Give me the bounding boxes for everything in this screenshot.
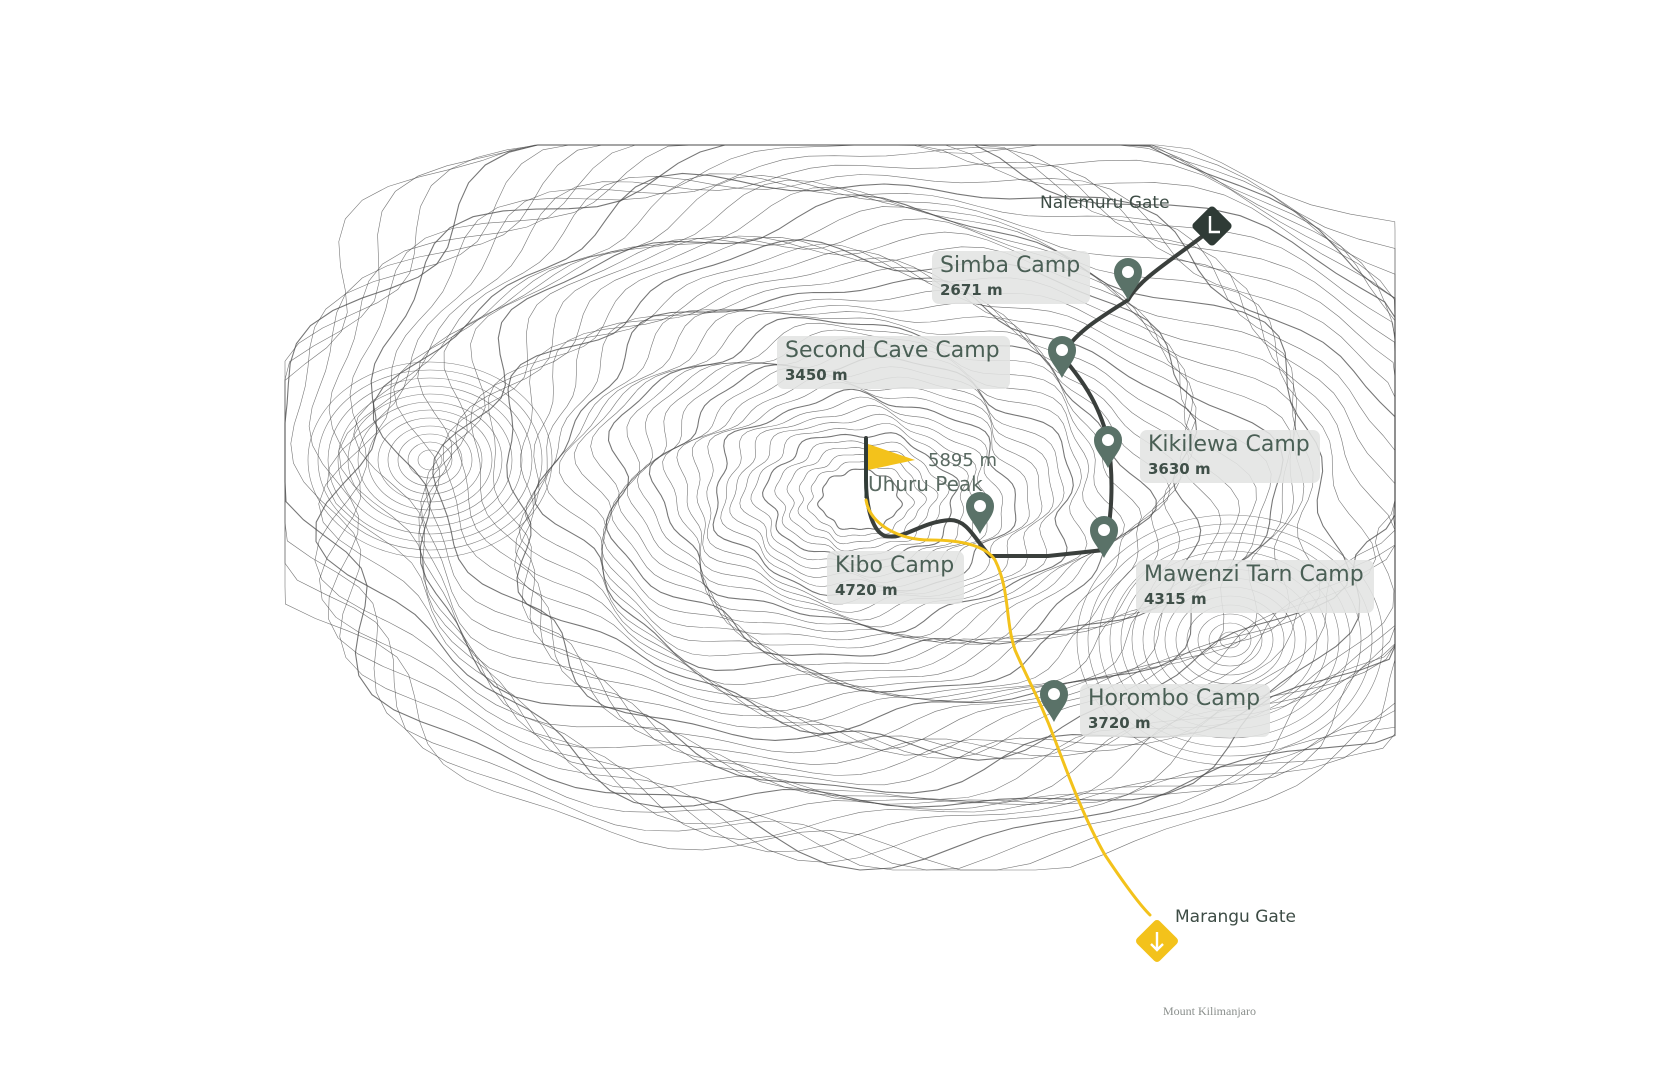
map-pin-icon <box>1090 516 1118 558</box>
camp-name: Mawenzi Tarn Camp <box>1144 562 1364 587</box>
camp-altitude: 2671 m <box>940 281 1003 299</box>
arrow-down-left-icon <box>1192 206 1232 246</box>
contour-line <box>377 417 483 503</box>
contour-line <box>417 449 443 471</box>
gate-label-nalemuru: Nalemuru Gate <box>1040 193 1170 213</box>
camp-name: Simba Camp <box>940 253 1081 278</box>
summit-flag-icon <box>864 438 915 498</box>
map-pin-icon <box>1094 426 1122 468</box>
contour-line <box>319 144 1396 840</box>
camp-altitude: 3450 m <box>785 366 848 384</box>
descent-route <box>864 498 1152 917</box>
camp-altitude: 3720 m <box>1088 714 1151 732</box>
contour-line <box>762 432 960 566</box>
camp-label-kikilewa: Kikilewa Camp 3630 m <box>1140 430 1320 483</box>
contour-line <box>284 144 1396 871</box>
contour-line <box>308 144 1396 853</box>
contour-line <box>786 447 939 552</box>
contour-line <box>393 173 1396 786</box>
map-pin-icon <box>966 492 994 534</box>
camp-label-horombo: Horombo Camp 3720 m <box>1080 684 1271 737</box>
contour-line <box>337 385 523 535</box>
contour-line <box>284 144 1396 871</box>
contour-line <box>284 144 1396 871</box>
contour-line <box>407 441 453 479</box>
contour-line <box>284 144 1396 871</box>
contour-line <box>1087 523 1373 757</box>
arrow-down-icon <box>1136 920 1178 962</box>
contour-line <box>1219 631 1241 649</box>
contour-line <box>326 147 1396 806</box>
contour-line <box>1109 541 1351 739</box>
contour-line <box>338 161 1396 804</box>
contour-lines <box>284 144 1396 871</box>
camp-label-kibo: Kibo Camp 4720 m <box>827 551 965 604</box>
contour-line <box>318 144 1396 805</box>
contour-line <box>317 369 543 551</box>
camp-name: Kibo Camp <box>835 553 955 578</box>
camp-label-simba: Simba Camp 2671 m <box>932 251 1091 304</box>
camp-name: Kikilewa Camp <box>1148 432 1310 457</box>
contour-line <box>1098 532 1362 748</box>
contour-line <box>315 144 1396 808</box>
contour-line <box>327 377 533 543</box>
map-pin-icon <box>1040 680 1068 722</box>
map-caption: Mount Kilimanjaro <box>1163 1004 1256 1018</box>
contour-line <box>387 425 473 495</box>
contour-line <box>347 393 513 527</box>
map-pin-icon <box>1114 258 1142 300</box>
summit-name: Uhuru Peak <box>868 472 983 496</box>
summit-altitude: 5895 m <box>928 450 998 471</box>
camp-name: Second Cave Camp <box>785 338 1000 363</box>
ascent-route <box>864 230 1210 558</box>
camp-label-second-cave: Second Cave Camp 3450 m <box>777 336 1010 389</box>
contour-line <box>314 144 1396 825</box>
contour-line <box>558 302 1190 682</box>
contour-line <box>1208 622 1252 658</box>
contour-line <box>397 433 463 487</box>
contour-line <box>524 267 1222 697</box>
camp-altitude: 4315 m <box>1144 590 1207 608</box>
contour-line <box>1197 613 1263 667</box>
contour-line <box>357 401 503 519</box>
camp-altitude: 3630 m <box>1148 460 1211 478</box>
contour-line <box>797 454 927 545</box>
camp-name: Horombo Camp <box>1088 686 1261 711</box>
camp-label-mawenzi-tarn: Mawenzi Tarn Camp 4315 m <box>1136 560 1374 613</box>
contour-line <box>1186 604 1274 676</box>
camp-altitude: 4720 m <box>835 581 898 599</box>
gate-label-marangu: Marangu Gate <box>1175 907 1296 927</box>
contour-line <box>774 440 950 559</box>
contour-line <box>817 468 903 530</box>
contour-line <box>367 409 493 511</box>
contour-line <box>518 257 1241 699</box>
contour-line <box>417 175 1396 776</box>
contour-line <box>807 461 915 537</box>
contour-line <box>1076 514 1384 766</box>
map-pin-icon <box>1048 336 1076 378</box>
contour-line <box>307 361 553 559</box>
